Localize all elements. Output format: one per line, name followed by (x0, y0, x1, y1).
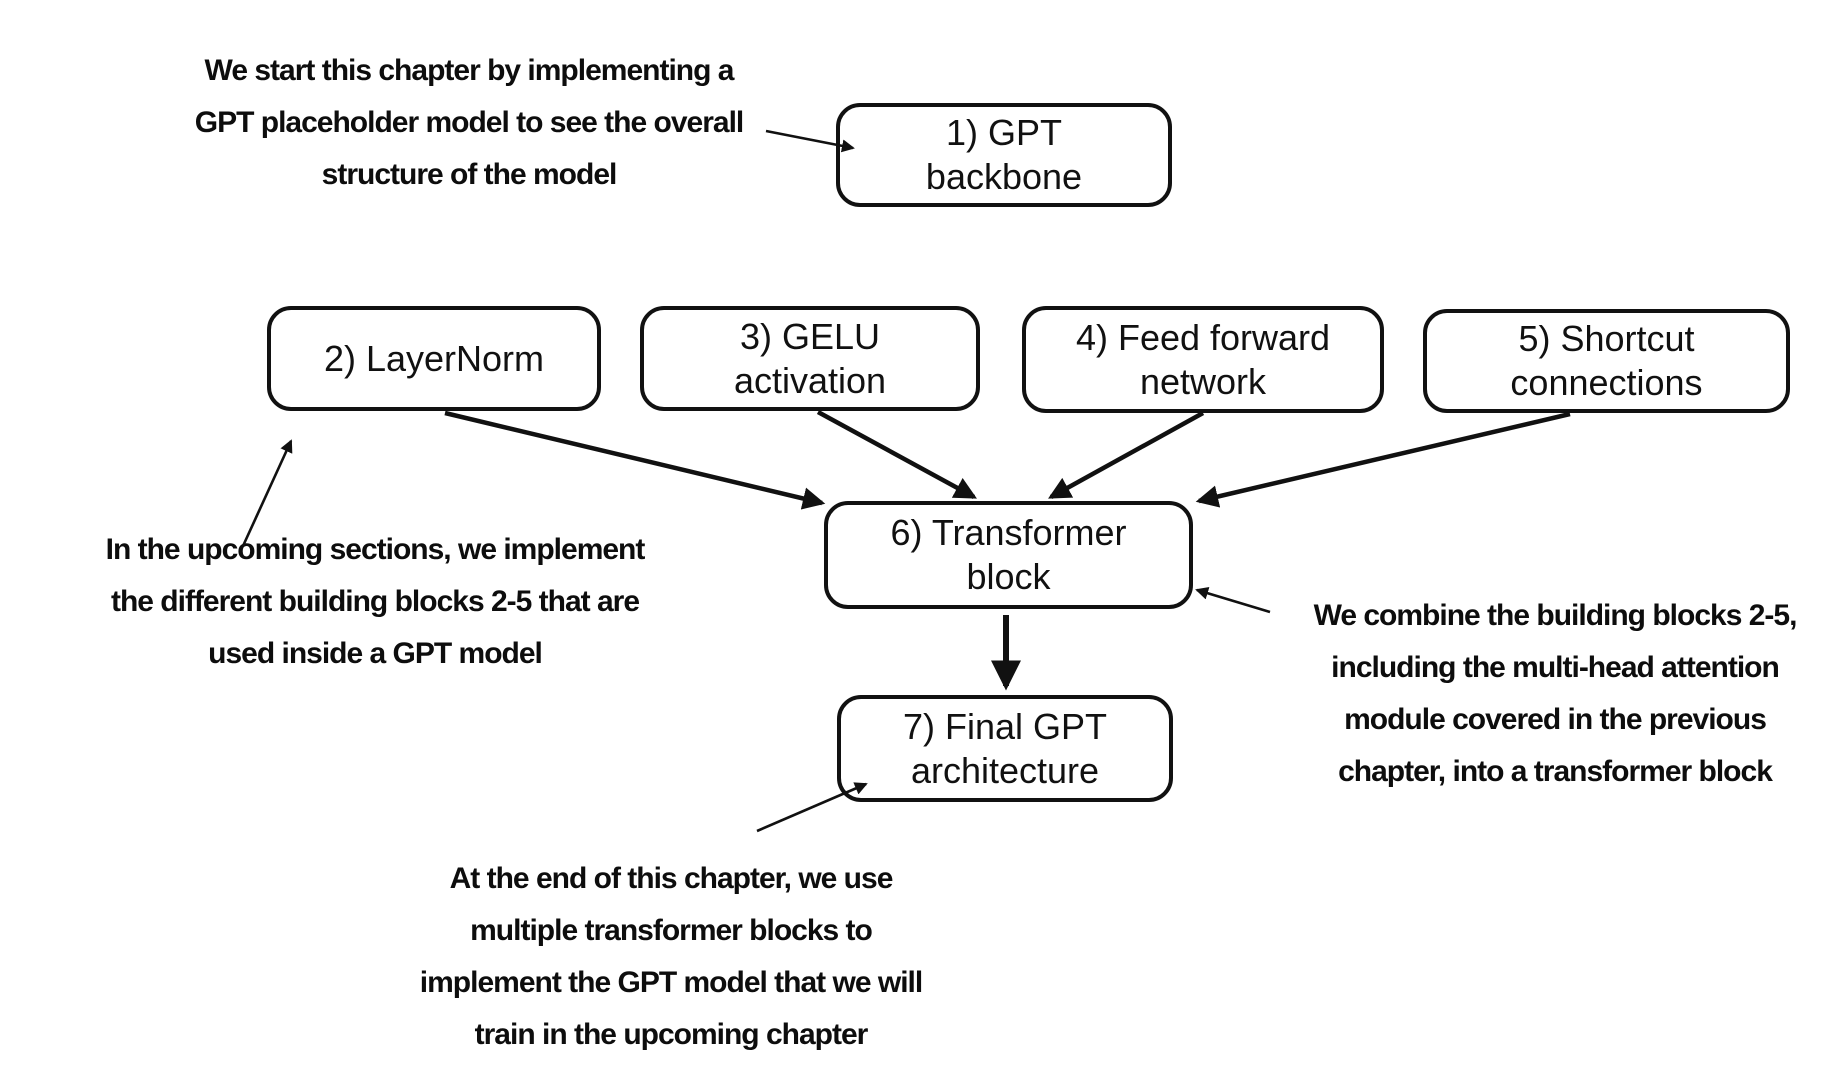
arrow-gelu-to-transformer (816, 410, 977, 499)
node-gelu-activation: 3) GELU activation (640, 306, 980, 411)
node-gelu-activation-label: 3) GELU activation (733, 315, 887, 401)
node-final-gpt-architecture-label: 7) Final GPT architecture (902, 705, 1108, 791)
arrow-feed-forward-to-transformer (1048, 411, 1205, 499)
node-shortcut-connections: 5) Shortcut connections (1423, 309, 1790, 413)
arrow-shortcut-to-transformer (1195, 411, 1571, 508)
annotation-transformer-block: We combine the building blocks 2-5, incl… (1313, 599, 1798, 788)
arrow-layernorm-to-transformer (444, 410, 826, 510)
node-shortcut-connections-label: 5) Shortcut connections (1510, 318, 1703, 403)
node-feed-forward-network-label: 4) Feed forward network (1075, 316, 1331, 402)
annotation-building-blocks: In the upcoming sections, we implement t… (105, 533, 646, 670)
annotation-gpt-backbone: We start this chapter by implementing a … (194, 54, 745, 191)
node-layernorm: 2) LayerNorm (267, 306, 601, 411)
arrow-note-to-transformer-block (1195, 586, 1271, 614)
node-layernorm-label: 2) LayerNorm (323, 337, 545, 379)
node-transformer-block-label: 6) Transformer block (890, 512, 1127, 597)
node-gpt-backbone-label: 1) GPT backbone (925, 112, 1083, 197)
annotation-final-architecture: At the end of this chapter, we use multi… (419, 862, 923, 1051)
node-gpt-backbone: 1) GPT backbone (836, 103, 1172, 207)
node-final-gpt-architecture: 7) Final GPT architecture (837, 695, 1173, 802)
node-feed-forward-network: 4) Feed forward network (1022, 306, 1384, 413)
node-transformer-block: 6) Transformer block (824, 501, 1193, 609)
